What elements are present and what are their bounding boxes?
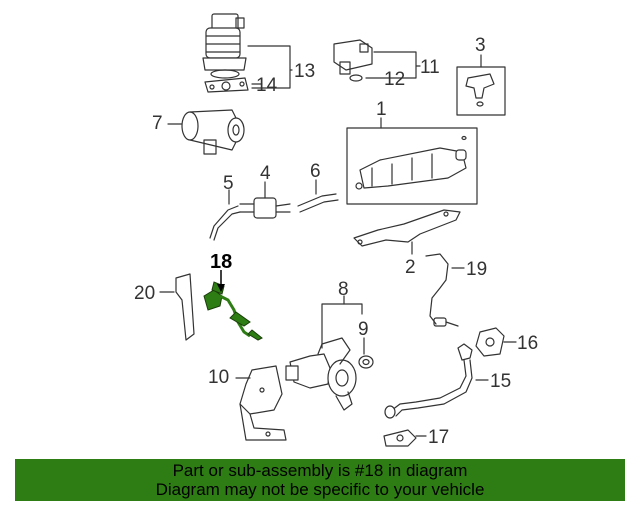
valve-4-drawing (239, 181, 291, 219)
part3-box-drawing (456, 54, 506, 116)
callout-13: 13 (294, 61, 316, 82)
callout-19: 19 (466, 259, 488, 280)
egr-gasket-drawing (204, 77, 249, 93)
callout-10: 10 (208, 367, 230, 388)
bracket-20-drawing (159, 273, 195, 341)
callout-8: 8 (338, 279, 349, 300)
callout-9: 9 (358, 319, 369, 340)
callout-15: 15 (490, 371, 512, 392)
hose-5-drawing (209, 205, 241, 241)
callout-18: 18 (210, 251, 233, 273)
callout-12: 12 (384, 69, 406, 90)
sensor-18-highlight (203, 281, 263, 341)
callout-3: 3 (475, 35, 486, 56)
gasket-16-drawing (475, 327, 517, 357)
callout-4: 4 (260, 163, 271, 184)
banner-line-2: Diagram may not be specific to your vehi… (155, 480, 485, 499)
callout-2: 2 (405, 257, 416, 278)
sensor-19-drawing (425, 253, 465, 327)
egr-valve-drawing (202, 13, 247, 79)
bracket-10-drawing (235, 365, 287, 441)
hose-6-drawing (297, 193, 339, 213)
banner-line-1: Part or sub-assembly is #18 in diagram (172, 461, 468, 480)
callout-11: 11 (420, 57, 440, 78)
callout-14: 14 (256, 75, 278, 96)
pump-7-drawing (167, 109, 245, 155)
canister-box-drawing (346, 117, 478, 205)
gasket-9-drawing (358, 337, 374, 369)
bracket-2-drawing (353, 209, 461, 255)
callout-5: 5 (223, 173, 234, 194)
valve-8-drawing (285, 295, 363, 411)
callout-6: 6 (310, 161, 321, 182)
callout-1: 1 (376, 99, 387, 120)
info-banner: Part or sub-assembly is #18 in diagram D… (15, 459, 625, 501)
gasket-17-drawing (383, 429, 427, 447)
pressure-sensor-drawing (333, 39, 373, 82)
callout-16: 16 (517, 333, 539, 354)
pipe-15-drawing (384, 343, 489, 419)
callout-20: 20 (134, 283, 156, 304)
callout-7: 7 (152, 113, 163, 134)
callout-17: 17 (428, 427, 450, 448)
